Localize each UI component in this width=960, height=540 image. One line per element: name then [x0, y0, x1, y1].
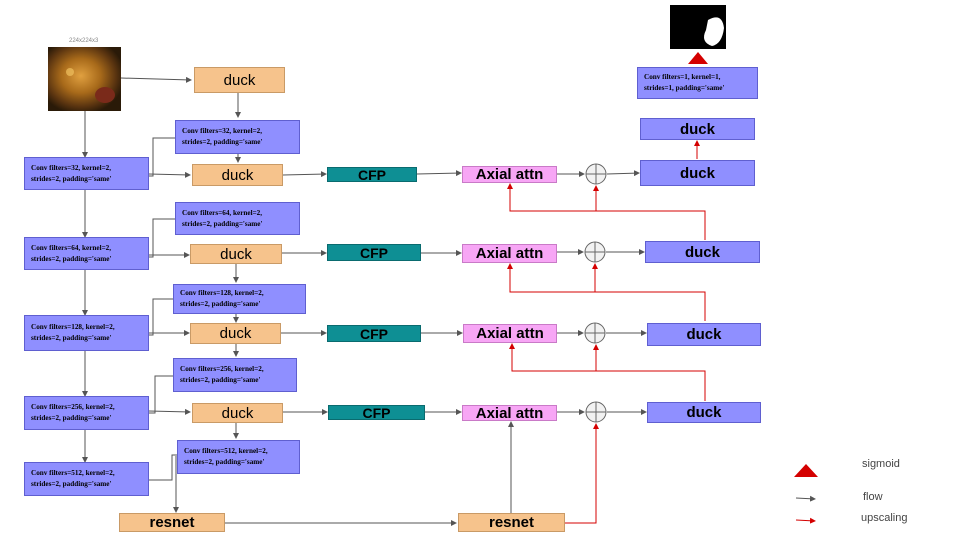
legend-upscaling-arrow: [795, 517, 816, 524]
legend-sigmoid-marker: [794, 464, 818, 477]
encoder-conv-2-line1: Conv filters=64, kernel=2,: [31, 243, 112, 252]
duck-level-1: duck: [192, 164, 283, 186]
axial-attn-4: Axial attn: [462, 405, 557, 422]
decoder-duck-top: duck: [640, 118, 755, 140]
encoder-conv-2: Conv filters=64, kernel=2, strides=2, pad…: [24, 237, 149, 270]
input-image: [48, 47, 121, 111]
legend-flow-label: flow: [863, 491, 883, 503]
side-conv-4-line2: strides=2, padding='same': [180, 376, 261, 384]
encoder-conv-5: Conv filters=512, kernel=2, strides=2, pa…: [24, 462, 149, 496]
upscaling-lines: [507, 140, 706, 524]
input-size-label: 224x224x3: [69, 38, 99, 44]
encoder-conv-5-line2: strides=2, padding='same': [31, 480, 112, 488]
encoder-conv-3-line2: strides=2, padding='same': [31, 334, 112, 342]
decoder-duck-3: duck: [647, 323, 761, 346]
axial-attn-3: Axial attn: [463, 324, 557, 343]
final-conv: Conv filters=1, kernel=1, strides=1, padd…: [637, 67, 758, 99]
encoder-conv-4-line2: strides=2, padding='same': [31, 414, 112, 422]
side-conv-5-line2: strides=2, padding='same': [184, 458, 265, 466]
legend-sigmoid-label: sigmoid: [862, 458, 900, 470]
final-conv-line1: Conv filters=1, kernel=1,: [644, 73, 721, 81]
encoder-conv-1-line1: Conv filters=32, kernel=2,: [31, 163, 112, 172]
final-conv-line2: strides=1, padding='same': [644, 84, 725, 92]
side-conv-5-line1: Conv filters=512, kernel=2,: [184, 447, 268, 455]
output-mask: [670, 5, 726, 49]
cfp-4: CFP: [328, 405, 425, 421]
encoder-conv-1-line2: strides=2, padding='same': [31, 174, 112, 183]
legend-upscaling-label: upscaling: [861, 512, 908, 524]
decoder-duck-4: duck: [647, 402, 761, 423]
duck-level-4: duck: [192, 403, 283, 423]
side-conv-1-line1: Conv filters=32, kernel=2,: [182, 127, 263, 135]
sigmoid-marker: [688, 52, 708, 64]
axial-attn-1: Axial attn: [462, 166, 557, 183]
cfp-2: CFP: [327, 244, 421, 261]
add-nodes: [584, 163, 607, 423]
decoder-duck-1: duck: [640, 160, 755, 186]
axial-attn-2: Axial attn: [462, 244, 557, 263]
side-conv-2-line1: Conv filters=64, kernel=2,: [182, 208, 263, 217]
side-conv-4-line1: Conv filters=256, kernel=2,: [180, 365, 264, 373]
encoder-conv-4: Conv filters=256, kernel=2, strides=2, pa…: [24, 396, 149, 430]
encoder-conv-3: Conv filters=128, kernel=2, strides=2, pa…: [24, 315, 149, 351]
encoder-conv-2-line2: strides=2, padding='same': [31, 254, 112, 263]
encoder-conv-4-line1: Conv filters=256, kernel=2,: [31, 403, 115, 411]
side-conv-2-line2: strides=2, padding='same': [182, 219, 263, 228]
cfp-3: CFP: [327, 325, 421, 342]
side-conv-3-line1: Conv filters=128, kernel=2,: [180, 289, 264, 297]
duck-level-2: duck: [190, 244, 282, 264]
legend-flow-arrow: [795, 495, 816, 502]
side-conv-1-line2: strides=2, padding='same': [182, 138, 263, 146]
encoder-conv-3-line1: Conv filters=128, kernel=2,: [31, 323, 115, 331]
encoder-conv-1: Conv filters=32, kernel=2, strides=2, pad…: [24, 157, 149, 190]
side-conv-5: Conv filters=512, kernel=2, strides=2, pa…: [177, 440, 300, 474]
flow-lines: [82, 76, 647, 526]
cfp-1: CFP: [327, 167, 417, 183]
duck-input: duck: [194, 67, 285, 93]
duck-level-3: duck: [190, 323, 281, 344]
resnet-1: resnet: [119, 513, 225, 532]
side-conv-4: Conv filters=256, kernel=2, strides=2, pa…: [173, 358, 297, 392]
side-conv-3: Conv filters=128, kernel=2, strides=2, pa…: [173, 284, 306, 314]
decoder-duck-2: duck: [645, 241, 760, 263]
side-conv-3-line2: strides=2, padding='same': [180, 300, 261, 308]
side-conv-2: Conv filters=64, kernel=2, strides=2, pad…: [175, 202, 300, 235]
encoder-conv-5-line1: Conv filters=512, kernel=2,: [31, 469, 115, 477]
resnet-2: resnet: [458, 513, 565, 532]
side-conv-1: Conv filters=32, kernel=2, strides=2, pad…: [175, 120, 300, 154]
